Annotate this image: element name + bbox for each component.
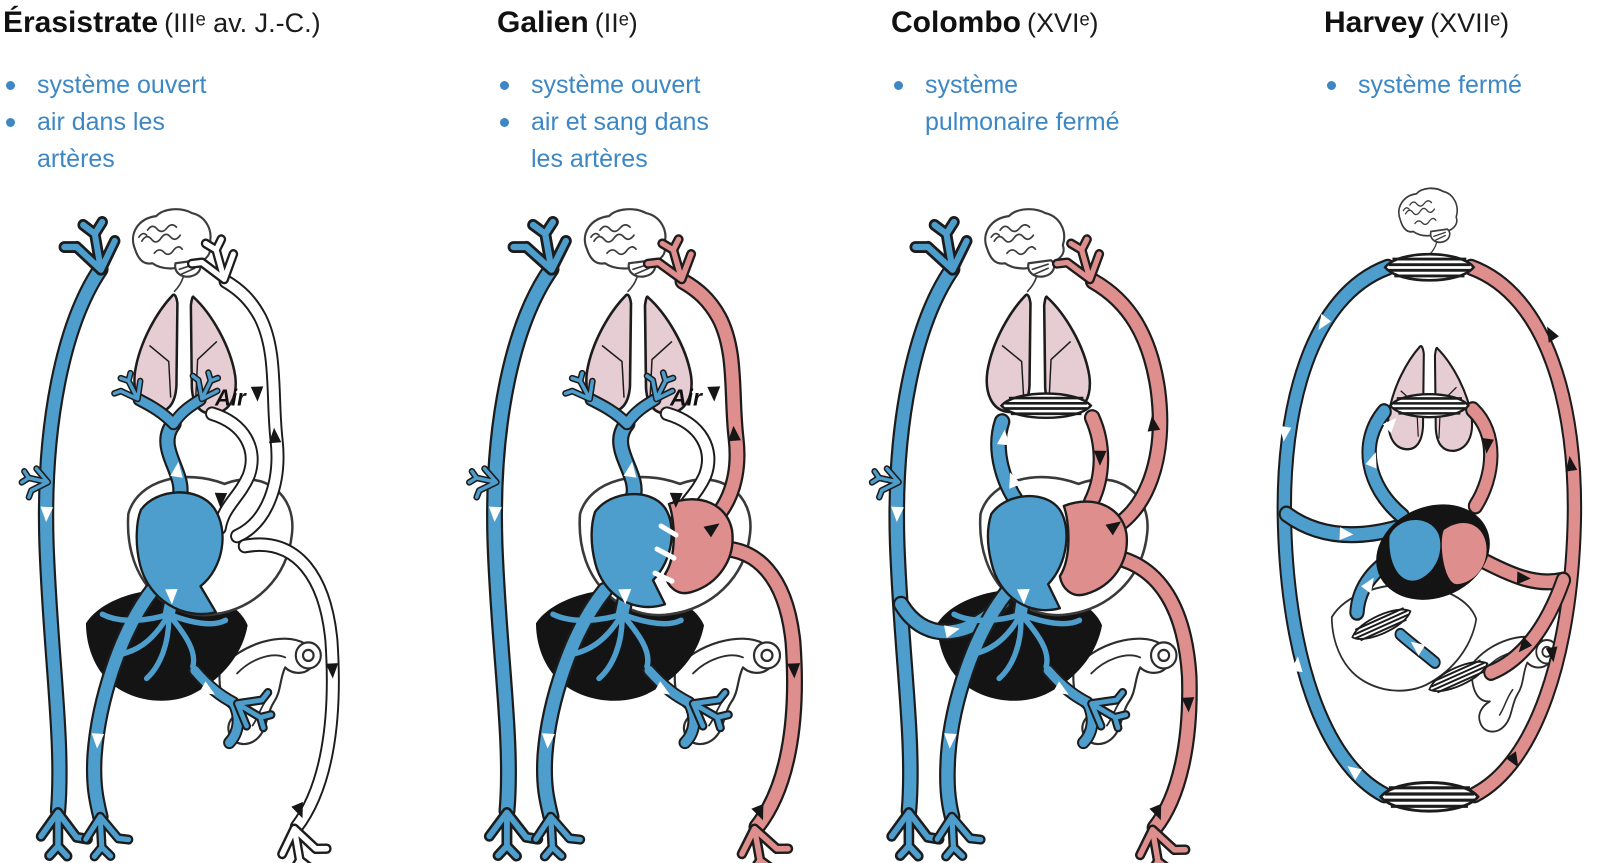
liver-vein-branches xyxy=(99,611,229,682)
capillary-bed-lungs xyxy=(1000,392,1093,420)
panel-header-erasistrate: Érasistrate(IIIᵉ av. J.-C.) système ouve… xyxy=(3,6,473,178)
bullet-icon xyxy=(6,81,15,90)
brain-icon xyxy=(984,208,1066,293)
air-label: Air xyxy=(214,385,247,411)
panel-header-harvey: Harvey(XVIIᵉ) système fermé xyxy=(1324,6,1615,104)
bullet-list: système pulmonaire fermé xyxy=(891,67,1361,141)
bullet-text: air et sang dans les artères xyxy=(531,108,709,173)
heart-right-chamber xyxy=(590,492,673,609)
vein-left-trunk xyxy=(467,219,571,857)
scientist-period: (XVIᵉ) xyxy=(1026,8,1099,38)
vein-left-trunk xyxy=(20,219,120,857)
brain-icon xyxy=(583,208,667,293)
scientist-period: (IIᵉ) xyxy=(594,8,638,38)
heart-blood-chamber xyxy=(135,491,224,616)
bullet-text: système fermé xyxy=(1358,71,1522,99)
bullet-list: système ouvert air et sang dans les artè… xyxy=(497,67,967,178)
bullet-icon xyxy=(1327,81,1336,90)
brain-icon xyxy=(131,208,212,293)
bullet-icon xyxy=(500,81,509,90)
bullet-icon xyxy=(6,118,15,127)
scientist-name: Harvey xyxy=(1324,6,1425,39)
air-label: Air xyxy=(669,385,703,411)
page-title: Harvey(XVIIᵉ) xyxy=(1324,6,1615,40)
heart-right-chamber xyxy=(1389,519,1441,581)
capillary-bed-brain xyxy=(1383,252,1476,282)
list-item: air dans les artères xyxy=(3,104,473,178)
bullet-icon xyxy=(500,118,509,127)
scientist-period: (XVIIᵉ) xyxy=(1430,8,1510,38)
scientist-name: Galien xyxy=(497,6,589,39)
list-item: système pulmonaire fermé xyxy=(891,67,1361,141)
page-title: Colombo(XVIᵉ) xyxy=(891,6,1361,40)
diagram-galien: Air xyxy=(455,208,855,863)
bullet-text: système ouvert xyxy=(531,71,701,99)
liver-vein-branches xyxy=(550,611,684,682)
list-item: système ouvert xyxy=(497,67,967,104)
diagram-colombo xyxy=(858,208,1250,863)
list-item: système fermé xyxy=(1324,67,1615,104)
bullet-icon xyxy=(894,81,903,90)
brain-icon xyxy=(1397,187,1459,255)
bullet-list: système ouvert air dans les artères xyxy=(3,67,473,178)
panel-header-galien: Galien(IIᵉ) système ouvert air et sang d… xyxy=(497,6,967,178)
heart-right-chamber xyxy=(986,494,1068,612)
diagram-erasistrate: Air xyxy=(8,208,393,863)
page-title: Galien(IIᵉ) xyxy=(497,6,967,40)
panel-header-colombo: Colombo(XVIᵉ) système pulmonaire fermé xyxy=(891,6,1361,141)
liver-vein-branches xyxy=(951,611,1083,682)
bullet-text: air dans les artères xyxy=(37,108,165,173)
list-item: système ouvert xyxy=(3,67,473,104)
septum-pores xyxy=(652,523,679,584)
capillary-bed-body xyxy=(1379,780,1480,813)
scientist-name: Érasistrate xyxy=(3,6,159,39)
bullet-list: système fermé xyxy=(1324,67,1615,104)
page-title: Érasistrate(IIIᵉ av. J.-C.) xyxy=(3,6,473,40)
heart-left-chamber xyxy=(1441,523,1487,585)
bullet-text: système ouvert xyxy=(37,71,207,99)
diagram-harvey xyxy=(1252,187,1614,813)
list-item: air et sang dans les artères xyxy=(497,104,967,178)
capillary-bed-lungs xyxy=(1389,392,1470,419)
bullet-text: système pulmonaire fermé xyxy=(925,71,1120,136)
scientist-name: Colombo xyxy=(891,6,1021,39)
scientist-period: (IIIᵉ av. J.-C.) xyxy=(164,8,321,38)
